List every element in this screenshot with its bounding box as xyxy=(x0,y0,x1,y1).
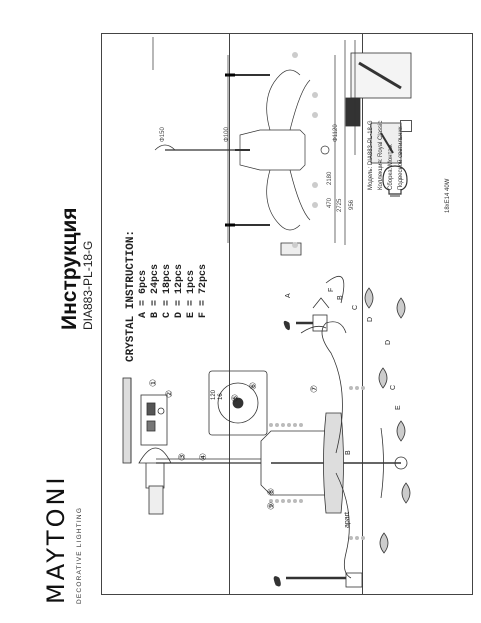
dim-956: 956 xyxy=(349,199,355,210)
pendant-b2 xyxy=(401,482,411,504)
bottom-finial xyxy=(394,456,408,470)
brand-logo: MAYTONI xyxy=(42,474,70,604)
dim-2180: 2180 xyxy=(327,171,333,185)
pendant-e xyxy=(396,420,406,442)
top-disc-detail xyxy=(208,370,268,436)
label-d2: D xyxy=(385,339,392,345)
step-5: ⑤ xyxy=(230,393,240,402)
step-1: ① xyxy=(148,378,158,387)
step-7: ⑦ xyxy=(309,384,319,393)
flame-lower xyxy=(273,576,281,587)
brand-tagline: DECORATIVE LIGHTING xyxy=(76,506,83,604)
step-4: ④ xyxy=(198,452,208,461)
label-a: A xyxy=(285,293,292,298)
document-frame xyxy=(101,33,473,595)
dim-body xyxy=(239,129,306,171)
ceiling-hatch xyxy=(122,377,132,464)
pendant-b xyxy=(378,367,388,389)
dim-canopy xyxy=(154,144,176,151)
dim-100: Φ100 xyxy=(224,127,230,142)
dim-1120: Φ1120 xyxy=(333,124,339,142)
middle-bowl xyxy=(323,412,344,514)
step-8: ⑧ xyxy=(266,487,276,496)
section-divider-left xyxy=(229,33,230,595)
step-3: ③ xyxy=(177,452,187,461)
flame-upper xyxy=(283,320,290,331)
pendant-c xyxy=(396,297,406,319)
label-b2: B xyxy=(345,450,352,455)
ceiling-type-icon xyxy=(400,120,412,132)
dim-470: 470 xyxy=(327,197,333,208)
step-2: ② xyxy=(164,389,174,398)
candle-cup-lower xyxy=(345,572,363,588)
arm-upper xyxy=(321,321,347,454)
step-9: ⑨ xyxy=(266,501,276,510)
ceiling-mount-detail xyxy=(140,394,168,446)
canopy xyxy=(138,447,172,464)
step-6: ⑥ xyxy=(248,381,258,390)
section-divider-right xyxy=(362,33,363,595)
bulb-spec: 18xE14 40W xyxy=(445,178,451,213)
info-model: Модель: DIA883-PL-18-G xyxy=(368,120,374,190)
label-f: F xyxy=(328,287,335,292)
pendant-d xyxy=(379,532,389,554)
label-apart: apart xyxy=(344,512,351,528)
measure-16: 16 xyxy=(218,393,224,400)
dim-150: Φ150 xyxy=(160,127,166,142)
pendant-f xyxy=(364,287,374,309)
assembly-drawing xyxy=(122,52,412,588)
label-e: E xyxy=(395,405,402,410)
candle-cup-upper xyxy=(312,314,328,332)
dimension-drawing xyxy=(152,37,356,248)
label-d: D xyxy=(367,316,374,322)
mount-box-detail xyxy=(148,485,164,515)
page-title: Инструкция xyxy=(58,207,81,330)
product-code: DIA883-PL-18-G xyxy=(81,240,95,330)
label-c2: C xyxy=(390,384,397,390)
dim-2725: 2725 xyxy=(337,198,343,212)
apart-box xyxy=(345,97,361,127)
dim-arm-top xyxy=(266,69,301,131)
bulb-icon xyxy=(382,165,408,197)
label-c: C xyxy=(352,304,359,310)
measure-120: 120 xyxy=(211,389,217,400)
label-b: B xyxy=(337,295,344,300)
crystal-chains xyxy=(269,386,365,540)
dim-arm-bottom xyxy=(266,169,301,231)
